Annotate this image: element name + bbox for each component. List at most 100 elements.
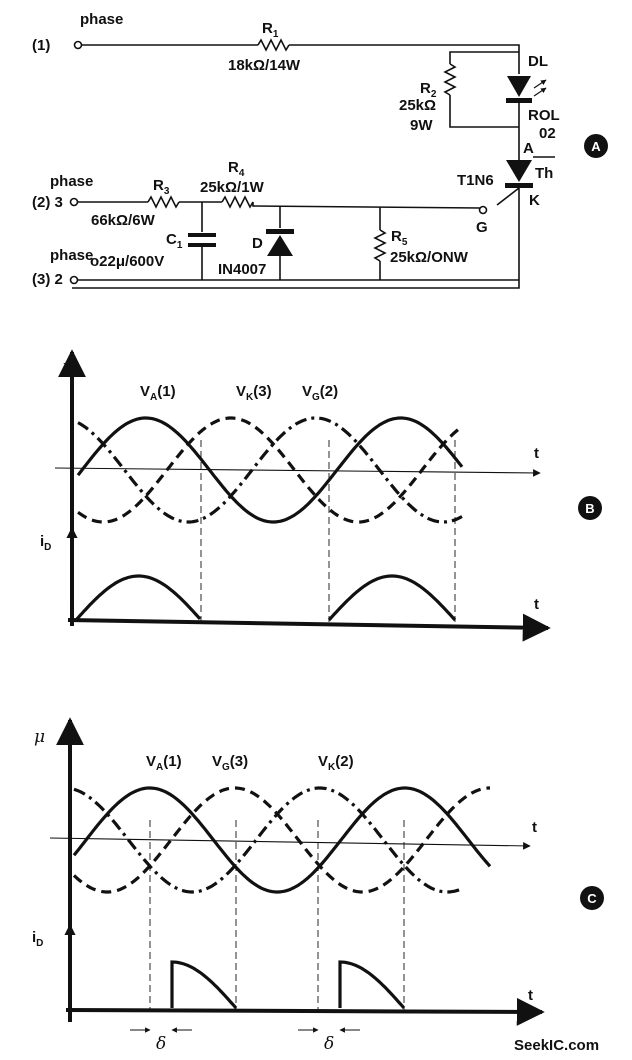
- svg-text:phase: phase: [50, 247, 93, 264]
- svg-text:D: D: [252, 235, 263, 252]
- svg-text:R4: R4: [228, 159, 245, 179]
- svg-text:K: K: [529, 192, 540, 209]
- r2-resistor: [443, 63, 457, 96]
- svg-text:phase: phase: [50, 173, 93, 190]
- graph-b-guide-lines: [200, 440, 456, 622]
- svg-text:R1: R1: [262, 20, 279, 40]
- circuit-diagram: phase (1) R1 18kΩ/14W R2 25kΩ 9W DL: [32, 11, 608, 289]
- r3-label: R3 66kΩ/6W: [91, 177, 170, 229]
- delay-marker-1: δ: [130, 1027, 192, 1054]
- badge-c: C: [580, 886, 604, 910]
- phase3-terminal: phase (3) 2: [32, 247, 93, 288]
- graph-b-vk-curve: [77, 416, 463, 524]
- svg-text:(2) 3: (2) 3: [32, 194, 63, 211]
- badge-a: A: [584, 134, 608, 158]
- graph-c-label-vk: VK(2): [318, 753, 354, 773]
- graph-b-id-axis: [67, 613, 551, 642]
- r1-resistor: [257, 38, 290, 52]
- graph-b-t-label: t: [534, 445, 539, 462]
- svg-text:(1): (1): [32, 37, 50, 54]
- current-pulse: [338, 960, 406, 1010]
- svg-text:A: A: [523, 140, 534, 157]
- graph-b-label-vk: VK(3): [236, 383, 272, 403]
- graph-c-current-pulses: [170, 960, 406, 1010]
- r2-label: R2 25kΩ 9W: [399, 80, 437, 134]
- thyristor: [496, 156, 555, 206]
- delay-marker-2: δ: [298, 1027, 360, 1054]
- svg-text:02: 02: [539, 125, 556, 142]
- graph-c-id-label: iD: [32, 929, 43, 949]
- svg-text:R5: R5: [391, 228, 408, 248]
- gate-terminal: G: [476, 205, 488, 236]
- svg-text:C1: C1: [166, 231, 183, 251]
- graph-b-vg-curve: [77, 416, 463, 524]
- graph-c-label-va: VA(1): [146, 753, 182, 773]
- svg-text:δ: δ: [324, 1034, 334, 1054]
- graph-b-t-axis: [54, 467, 541, 477]
- graph-c-label-vg: VG(3): [212, 753, 248, 773]
- graph-c-t-label: t: [532, 819, 537, 836]
- svg-text:25kΩ/ONW: 25kΩ/ONW: [390, 249, 469, 266]
- svg-text:DL: DL: [528, 53, 548, 70]
- graph-c-va-curve: [72, 786, 492, 894]
- graph-b-id-label: iD: [40, 533, 51, 553]
- svg-text:B: B: [585, 501, 594, 516]
- c1-label: C1 o22μ/600V: [90, 231, 183, 270]
- c1-capacitor: [188, 233, 216, 247]
- svg-text:9W: 9W: [410, 117, 433, 134]
- graph-b-t2-label: t: [534, 596, 539, 613]
- svg-text:T1N6: T1N6: [457, 172, 494, 189]
- current-pulse: [327, 574, 457, 622]
- svg-text:G: G: [476, 219, 488, 236]
- graph-c-vg-curve: [72, 786, 490, 894]
- svg-text:δ: δ: [156, 1034, 166, 1054]
- svg-text:Th: Th: [535, 165, 553, 182]
- thyristor-labels: A Th T1N6 K: [457, 140, 553, 209]
- current-pulse: [74, 574, 202, 622]
- svg-text:IN4007: IN4007: [218, 261, 266, 278]
- svg-text:25kΩ/1W: 25kΩ/1W: [200, 179, 265, 196]
- graph-b-current-pulses: [74, 574, 457, 622]
- r4-resistor: [221, 195, 254, 209]
- svg-text:18kΩ/14W: 18kΩ/14W: [228, 57, 301, 74]
- graph-c-curve-labels: VA(1) VG(3) VK(2): [146, 753, 354, 773]
- dl-label: DL ROL 02: [528, 53, 560, 142]
- svg-text:C: C: [587, 891, 597, 906]
- graph-c-t2-label: t: [528, 987, 533, 1004]
- graph-b-mu-label: μ: [62, 357, 73, 377]
- graph-c-guide-lines: [149, 820, 405, 1012]
- graph-c-id-axis: [65, 997, 545, 1026]
- graph-b-curve-labels: VA(1) VK(3) VG(2): [140, 383, 338, 403]
- graph-c-vk-curve: [73, 786, 461, 894]
- dl-led: [506, 76, 547, 103]
- svg-text:R3: R3: [153, 177, 170, 197]
- svg-text:66kΩ/6W: 66kΩ/6W: [91, 212, 156, 229]
- svg-text:ROL: ROL: [528, 107, 560, 124]
- graph-c-t-axis: [49, 837, 531, 850]
- r5-label: R5 25kΩ/ONW: [390, 228, 469, 266]
- graph-b: μ t t iD VA(1) VK(3) VG(2) B: [40, 349, 602, 642]
- svg-text:R2: R2: [420, 80, 437, 100]
- diode-label: D IN4007: [218, 235, 266, 278]
- watermark: SeekIC.com: [514, 1037, 599, 1054]
- badge-b: B: [578, 496, 602, 520]
- current-pulse: [170, 960, 238, 1010]
- phase2-terminal: phase (2) 3: [32, 173, 93, 211]
- graph-c: μ t t iD VA(1) VG(3) VK(2) δ δ C: [32, 717, 604, 1054]
- svg-text:25kΩ: 25kΩ: [399, 97, 436, 114]
- graph-b-label-va: VA(1): [140, 383, 176, 403]
- graph-b-va-curve: [76, 416, 464, 524]
- phase1-terminal: phase (1): [32, 11, 123, 54]
- graph-c-mu-label: μ: [34, 727, 45, 747]
- r5-resistor: [373, 229, 387, 262]
- graph-b-label-vg: VG(2): [302, 383, 338, 403]
- diode-d: [266, 229, 294, 256]
- r3-resistor: [147, 195, 180, 209]
- svg-text:(3) 2: (3) 2: [32, 271, 63, 288]
- r4-label: R4 25kΩ/1W: [200, 159, 265, 196]
- r1-label: R1 18kΩ/14W: [228, 20, 301, 74]
- svg-text:phase: phase: [80, 11, 123, 28]
- svg-text:o22μ/600V: o22μ/600V: [90, 253, 164, 270]
- svg-text:A: A: [591, 139, 601, 154]
